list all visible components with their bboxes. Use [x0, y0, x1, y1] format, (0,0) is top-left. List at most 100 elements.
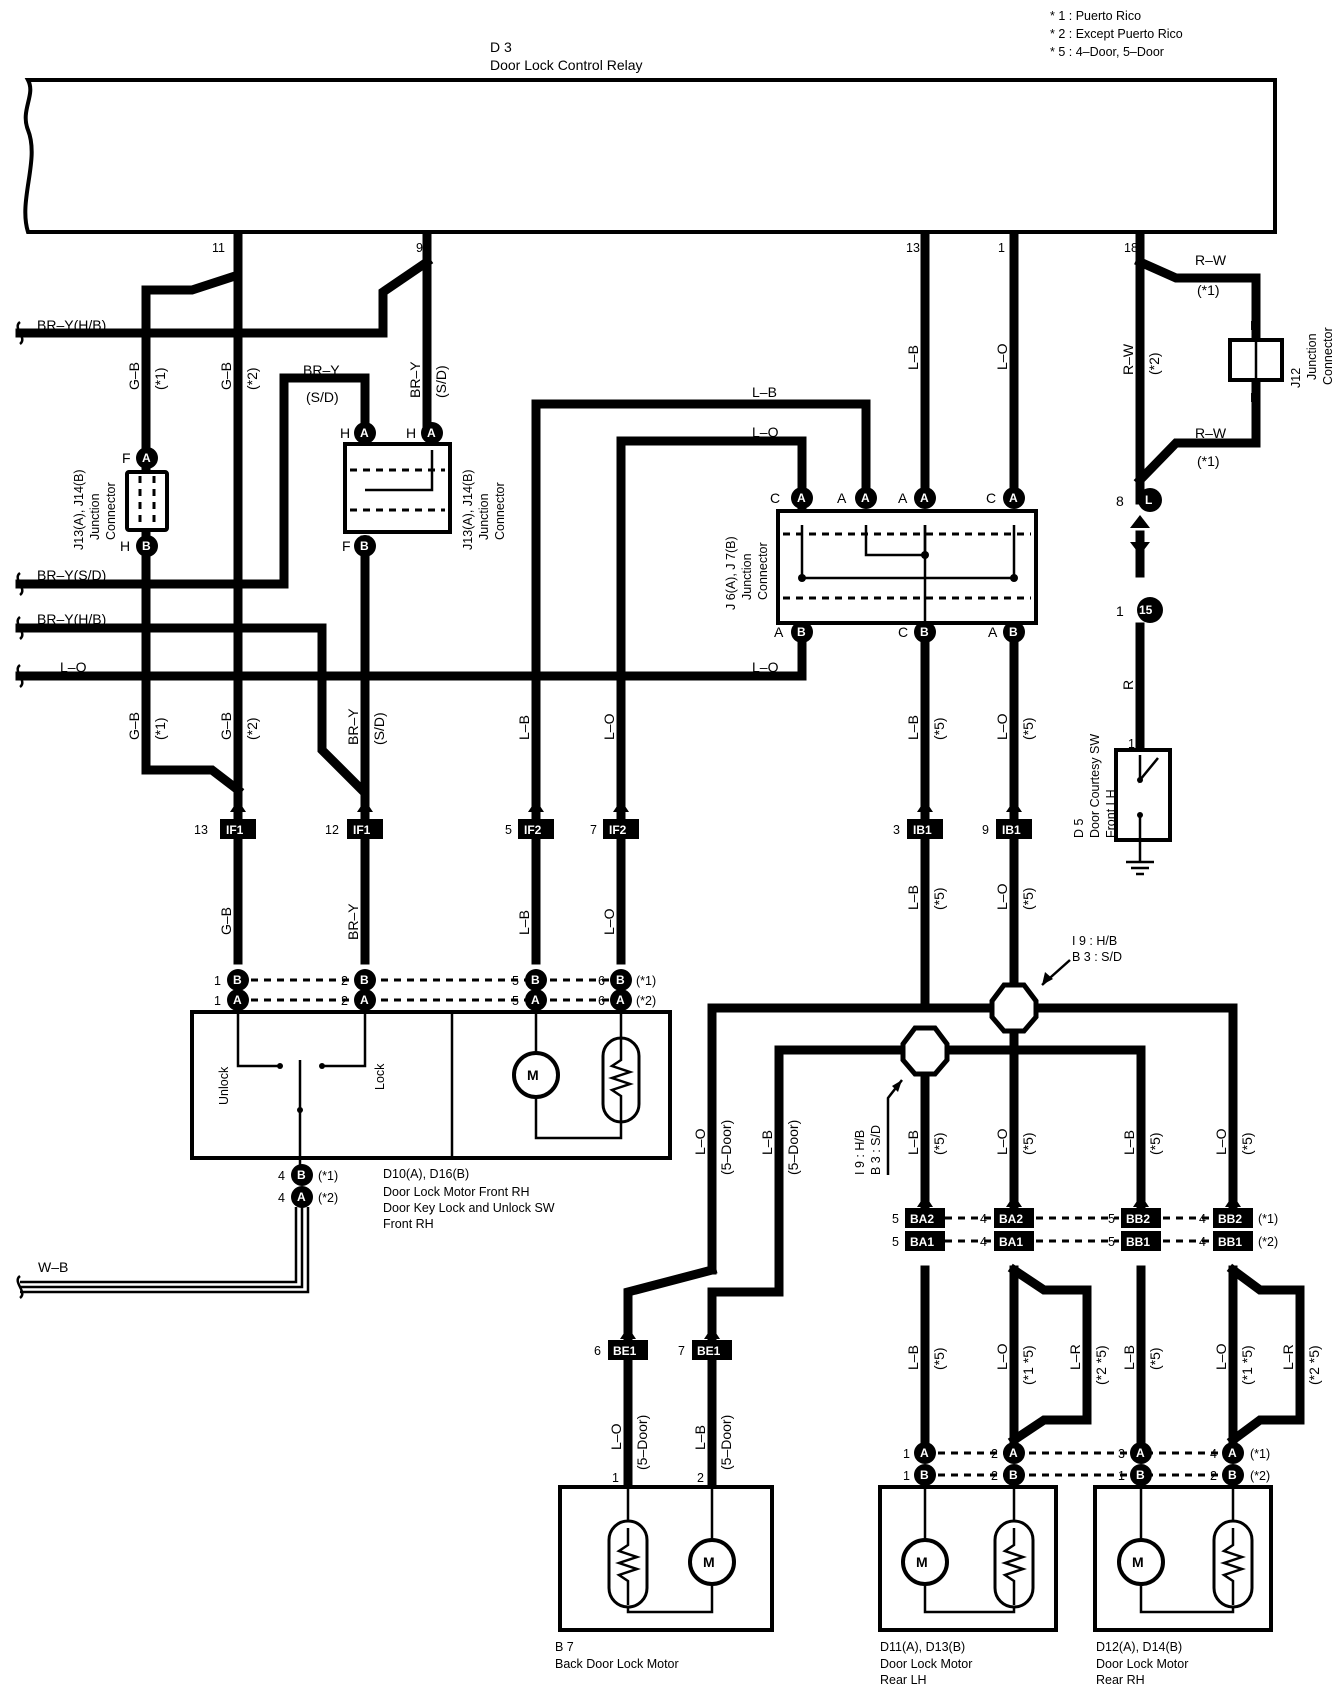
wire-lo-left: L–O	[60, 659, 87, 675]
lbl-5door-a: (5–Door)	[718, 1120, 734, 1175]
splice-upper: I 9 : H/B B 3 : S/D	[989, 934, 1122, 1034]
lbl-lo-c: L–O	[994, 343, 1010, 370]
svg-text:F: F	[1250, 319, 1258, 333]
j12-label-2: Junction	[1305, 333, 1319, 380]
svg-text:F: F	[1250, 391, 1258, 405]
lbl-n15-a: (*1 *5)	[1020, 1345, 1036, 1385]
lbl-n2-a: (*2)	[244, 367, 260, 390]
lbl-n1-top: (*1)	[1197, 282, 1220, 298]
lbl-n2-b: (*2)	[244, 717, 260, 740]
svg-text:1: 1	[1118, 1469, 1125, 1483]
svg-text:1: 1	[903, 1447, 910, 1461]
pin-a-j13-left	[136, 447, 158, 469]
svg-text:B: B	[1009, 625, 1018, 639]
svg-text:A: A	[360, 993, 369, 1007]
svg-text:3: 3	[1118, 1447, 1125, 1461]
door-lock-motor-front-rh: Unlock Lock M	[190, 1010, 672, 1168]
svg-text:BA1: BA1	[910, 1235, 934, 1249]
lbl-gb-2: G–B	[218, 362, 234, 390]
lbl-lr-b: L–R	[1280, 1344, 1296, 1370]
notes: * 1 : Puerto Rico * 2 : Except Puerto Ri…	[1050, 9, 1183, 59]
lbl-lo-mid: L–O	[752, 659, 779, 675]
lbl-lo-a: L–O	[601, 713, 617, 740]
motor-icon-d12	[1117, 1538, 1165, 1586]
lbl-n15-b: (*1 *5)	[1239, 1345, 1255, 1385]
lbl-n25-b: (*2 *5)	[1306, 1345, 1322, 1385]
svg-text:1: 1	[214, 974, 221, 988]
lbl-lb-h: L–B	[1121, 1130, 1137, 1155]
relay-id: D 3	[490, 39, 512, 55]
svg-text:B: B	[920, 1468, 929, 1482]
relay-name: Door Lock Control Relay	[490, 57, 643, 73]
relay-pin-11: 11	[212, 241, 225, 255]
svg-text:1: 1	[1116, 603, 1124, 619]
svg-text:A: A	[920, 1446, 929, 1460]
junction-connector-j13-right: A A B H H F J13(A), J14(B) Junction Conn…	[340, 422, 507, 557]
d5-line1: Door Courtesy SW	[1088, 734, 1102, 838]
svg-text:7: 7	[590, 823, 597, 837]
svg-text:B: B	[360, 539, 369, 553]
lbl-gb-3: G–B	[126, 712, 142, 740]
d10-line3: Front RH	[383, 1217, 434, 1231]
lbl-n5-g: (*5)	[1147, 1132, 1163, 1155]
lbl-lb-a: L–B	[516, 715, 532, 740]
d12-line2: Rear RH	[1096, 1673, 1145, 1687]
lbl-n5-b: (*5)	[1020, 717, 1036, 740]
motor-icon-b7	[688, 1538, 736, 1586]
svg-text:A: A	[1009, 1446, 1018, 1460]
d11-line1: Door Lock Motor	[880, 1657, 972, 1671]
lbl-sd-b: (S/D)	[371, 712, 387, 745]
lbl-lo-e: L–O	[994, 883, 1010, 910]
svg-text:2: 2	[697, 1471, 704, 1485]
lbl-gb-1: G–B	[126, 362, 142, 390]
lbl-lo-b: L–O	[601, 908, 617, 935]
lbl-n5-f: (*5)	[1020, 1132, 1036, 1155]
lbl-lo-f: L–O	[692, 1128, 708, 1155]
svg-text:2: 2	[341, 974, 348, 988]
svg-text:B: B	[1009, 1468, 1018, 1482]
svg-text:IF2: IF2	[524, 823, 542, 837]
j13-left-label-1: J13(A), J14(B)	[72, 469, 86, 550]
svg-text:BB2: BB2	[1126, 1212, 1150, 1226]
lbl-lo-h: L–O	[1213, 1128, 1229, 1155]
svg-text:BA1: BA1	[999, 1235, 1023, 1249]
svg-text:IB1: IB1	[1002, 823, 1021, 837]
svg-text:A: A	[797, 491, 806, 505]
lbl-n25-a: (*2 *5)	[1093, 1345, 1109, 1385]
d11-line2: Rear LH	[880, 1673, 927, 1687]
svg-text:6: 6	[598, 994, 605, 1008]
junction-connector-j6: AC AA AA AC BA BC BA J 6(A), J 7(B) Junc…	[724, 487, 1038, 643]
svg-text:B: B	[616, 973, 625, 987]
j6-label-3: Connector	[756, 542, 770, 600]
lbl-gb-5: G–B	[218, 907, 234, 935]
svg-text:BE1: BE1	[613, 1344, 637, 1358]
note-2: * 2 : Except Puerto Rico	[1050, 27, 1183, 41]
j13-right-label-2: Junction	[477, 493, 491, 540]
lbl-n1-a: (*1)	[152, 367, 168, 390]
lock-label: Lock	[373, 1063, 387, 1090]
svg-text:IF1: IF1	[353, 823, 371, 837]
svg-text:A: A	[837, 490, 847, 506]
lbl-n5-i: (*5)	[931, 1347, 947, 1370]
lbl-n5-a: (*5)	[931, 717, 947, 740]
svg-text:6: 6	[598, 974, 605, 988]
svg-text:A: A	[360, 426, 369, 440]
lbl-rw-a: R–W	[1120, 343, 1136, 375]
svg-text:M: M	[916, 1554, 928, 1570]
svg-text:IF1: IF1	[226, 823, 244, 837]
pin-a-j13-right-1	[354, 422, 376, 444]
svg-text:B: B	[297, 1168, 306, 1182]
d12-id: D12(A), D14(B)	[1096, 1640, 1182, 1654]
lbl-n5-h: (*5)	[1239, 1132, 1255, 1155]
j13-right-label-1: J13(A), J14(B)	[461, 469, 475, 550]
svg-text:6: 6	[594, 1344, 601, 1358]
lbl-lr-a: L–R	[1067, 1344, 1083, 1370]
svg-text:1: 1	[903, 1469, 910, 1483]
lbl-n5-j: (*5)	[1147, 1347, 1163, 1370]
splice-lower: I 9 : H/B B 3 : S/D	[853, 1025, 950, 1175]
svg-text:12: 12	[325, 823, 339, 837]
svg-text:A: A	[898, 490, 908, 506]
ptc-icon-d12	[1212, 1519, 1254, 1609]
